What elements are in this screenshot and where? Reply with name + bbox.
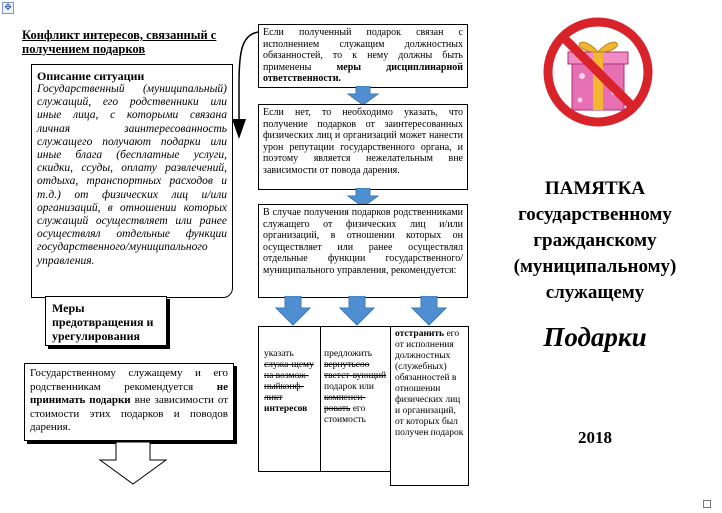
- section-title: Конфликт интересов, связанный с получени…: [22, 28, 217, 56]
- relatives-text: В случае получения подарков родственника…: [263, 207, 463, 276]
- situation-box: Описание ситуации Государственный (муниц…: [31, 64, 233, 298]
- option-column-2: предложить вернутьсоо тветст-вующий пода…: [320, 326, 390, 472]
- situation-text: Государственный (муниципальный) служащий…: [37, 83, 227, 267]
- option-column-3: отстранить его от исполнения должностных…: [390, 326, 469, 486]
- measures-label: Меры предотвращения и урегулирования: [52, 301, 154, 343]
- measures-box: Меры предотвращения и урегулирования: [45, 296, 167, 346]
- reputation-text: Если нет, то необходимо указать, что пол…: [263, 107, 463, 176]
- recommendation-text: Государственному служащему и его родстве…: [30, 367, 229, 433]
- memo-year: 2018: [578, 428, 612, 447]
- blue-arrow-icon: [339, 296, 375, 326]
- blue-arrow-icon: [347, 188, 379, 208]
- hollow-arrow-icon: [98, 442, 168, 485]
- blue-arrow-icon: [275, 296, 311, 326]
- no-gifts-icon: [543, 17, 653, 127]
- move-handle-icon[interactable]: ✥: [2, 2, 14, 14]
- curved-arrow-icon: [232, 31, 260, 139]
- discipline-box: Если полученный подарок связан с исполне…: [258, 24, 468, 88]
- situation-heading: Описание ситуации: [37, 69, 145, 83]
- relatives-box: В случае получения подарков родственника…: [258, 204, 468, 298]
- recommendation-box: Государственному служащему и его родстве…: [24, 363, 234, 441]
- reputation-box: Если нет, то необходимо указать, что пол…: [258, 104, 468, 190]
- blue-arrow-icon: [347, 86, 379, 106]
- resize-handle-icon[interactable]: [703, 500, 711, 508]
- blue-arrow-icon: [411, 296, 447, 326]
- memo-title: ПАМЯТКА государственному гражданскому (м…: [513, 178, 677, 303]
- memo-subtitle: Подарки: [543, 322, 647, 352]
- discipline-bold: меры дисциплинарной ответственности.: [263, 61, 463, 85]
- discipline-text: Если полученный подарок связан с исполне…: [263, 27, 463, 73]
- option-column-1: указать служа-щему на возмож-ныйконф-лик…: [258, 326, 320, 472]
